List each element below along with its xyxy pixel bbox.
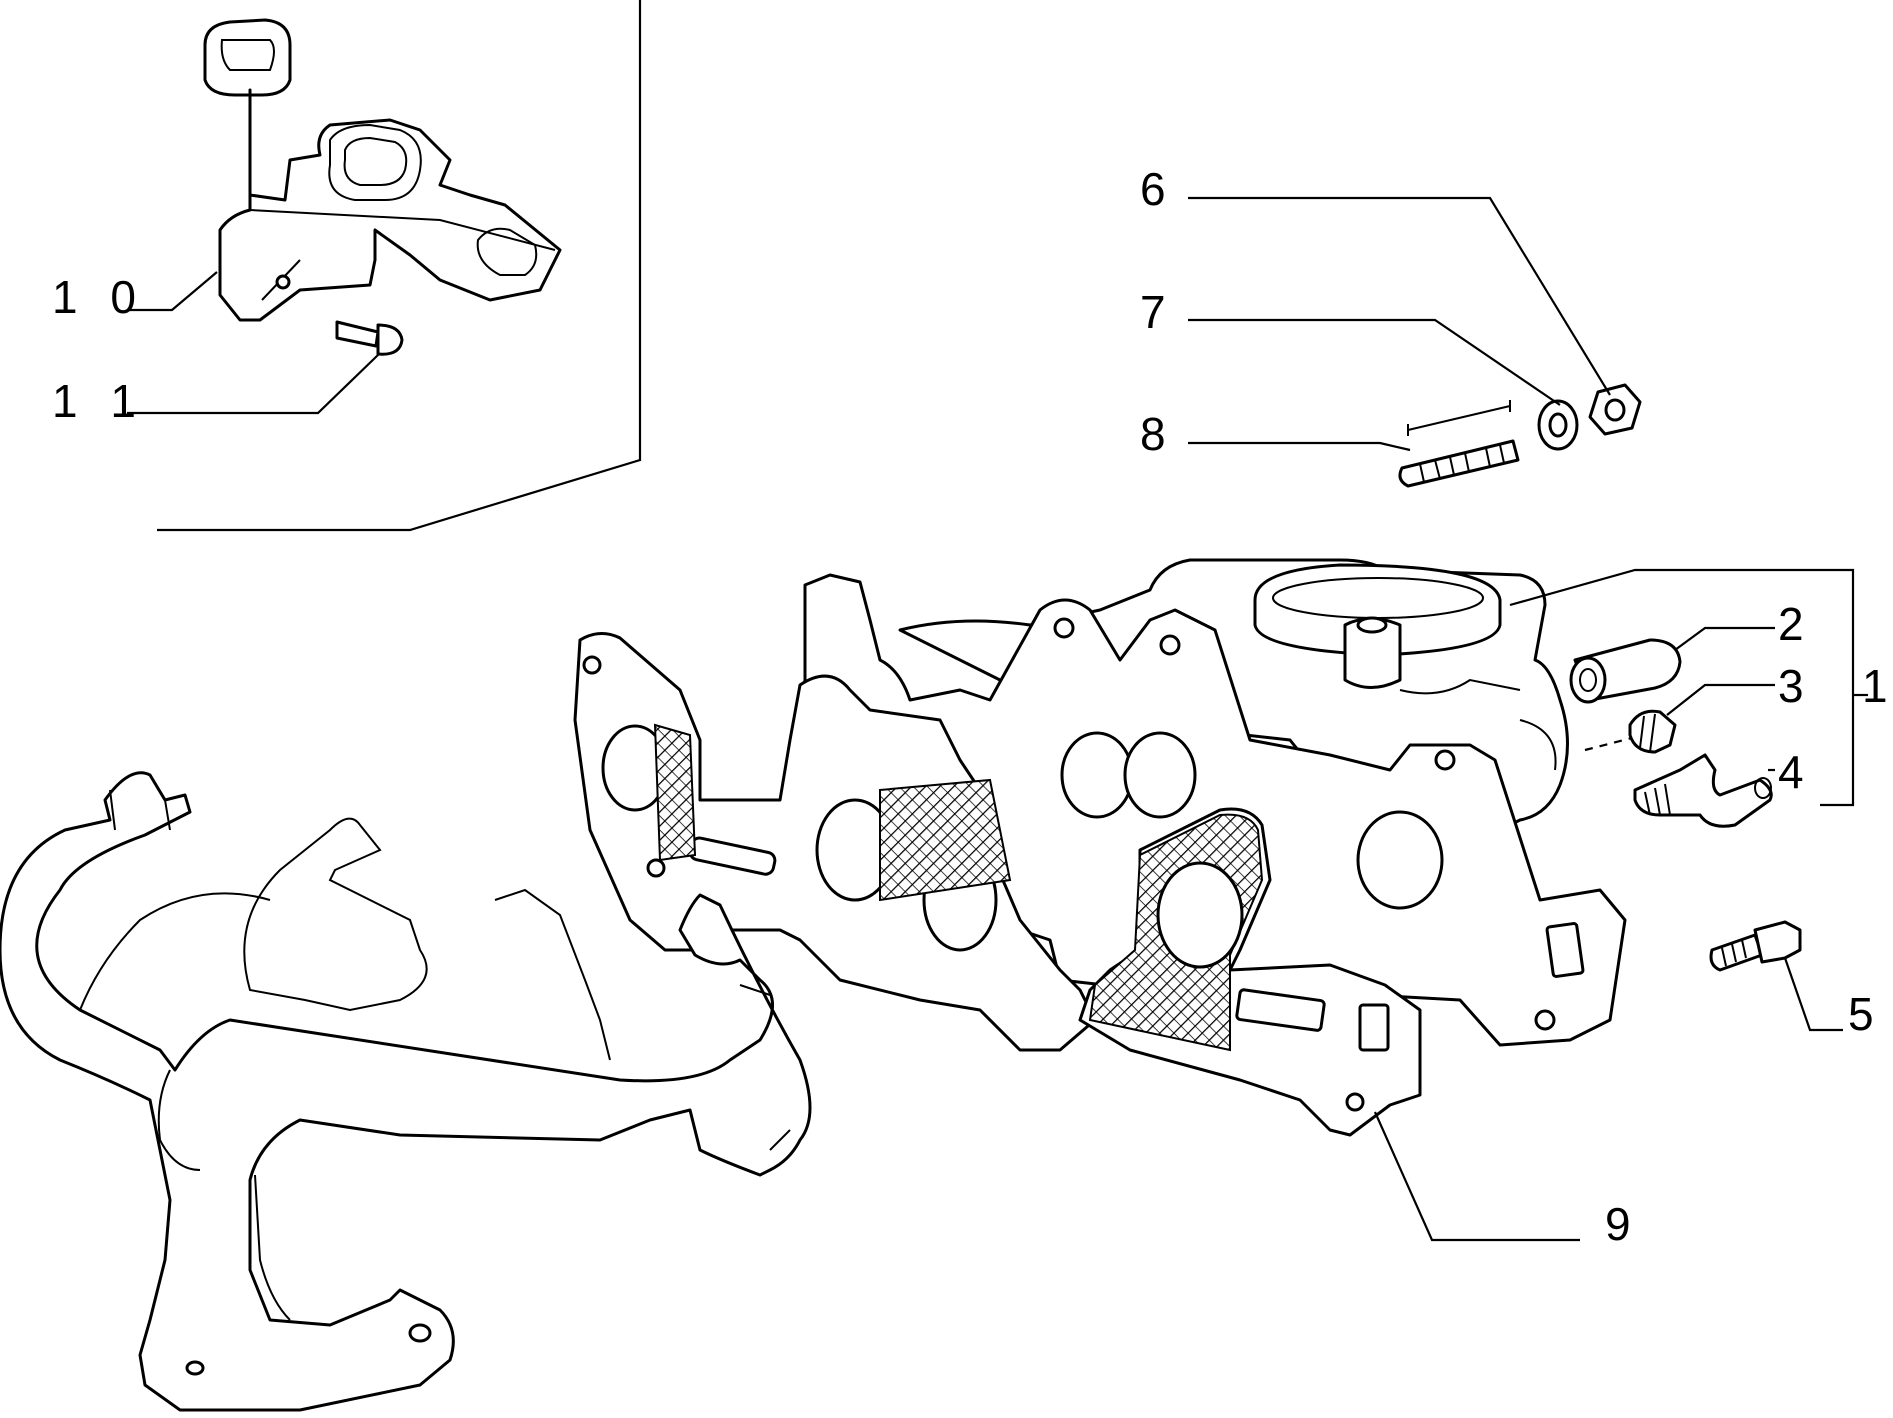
- callout-3: 3: [1778, 660, 1814, 712]
- bolt-part: [335, 320, 404, 356]
- callout-5: 5: [1848, 988, 1884, 1040]
- callout-9: 9: [1605, 1198, 1641, 1250]
- stud-part: [1398, 400, 1520, 488]
- callout-10: 1 0: [52, 271, 146, 323]
- flange-gasket-part: [1078, 807, 1422, 1137]
- plug-part: [1569, 638, 1682, 704]
- callout-2: 2: [1778, 598, 1814, 650]
- screw-plug-part: [1628, 709, 1677, 754]
- leader-10: [127, 271, 218, 312]
- leader-3: [1666, 683, 1775, 716]
- callout-4: 4: [1778, 746, 1814, 798]
- exhaust-manifold-part: [0, 771, 812, 1412]
- callout-1: 1: [1862, 660, 1893, 712]
- leader-9: [1373, 1111, 1580, 1242]
- dash-leader-3-4: [1584, 736, 1633, 752]
- washer-part: [1537, 399, 1579, 451]
- leader-5: [1783, 957, 1843, 1032]
- manifold-rear-gasket: [573, 632, 1097, 1052]
- leader-1-bracket: [1509, 568, 1855, 807]
- callout-7: 7: [1140, 286, 1176, 338]
- leader-7: [1188, 318, 1561, 406]
- inset-frame: [157, 0, 642, 532]
- stud-bolt-part: [1709, 920, 1802, 972]
- bracket-part: [203, 18, 562, 322]
- leader-11: [127, 354, 379, 415]
- callout-11: 1 1: [52, 375, 146, 427]
- leader-2: [1674, 626, 1775, 651]
- callout-6: 6: [1140, 163, 1176, 215]
- nut-part: [1588, 383, 1642, 436]
- leader-6: [1188, 196, 1611, 396]
- callout-8: 8: [1140, 408, 1176, 460]
- manifold-front-flange: [793, 573, 1627, 1047]
- leader-8: [1188, 441, 1411, 452]
- elbow-fitting-part: [1633, 753, 1773, 828]
